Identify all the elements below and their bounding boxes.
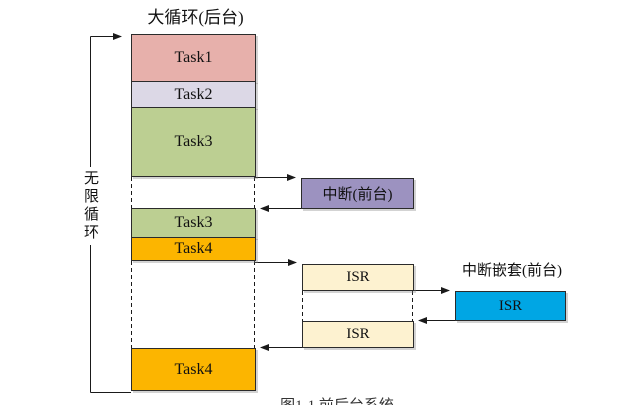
dashed-gap-lines [131,177,413,348]
task-box-task3-first: Task3 [131,107,256,177]
interrupt-foreground-box: 中断(前台) [301,178,414,209]
isr-box-first: ISR [302,264,414,291]
isr-label: ISR [346,326,370,342]
task-box-task3-resumed: Task3 [131,208,256,238]
isr-box-second: ISR [302,321,414,348]
background-loop-title: 大循环(后台) [147,8,244,27]
infinite-loop-label: 无限循环 [80,167,101,245]
nested-isr-box: ISR [455,291,566,321]
nested-interrupt-title: 中断嵌套(前台) [462,263,562,279]
task-box-task1: Task1 [131,34,256,82]
task-label: Task3 [174,214,213,231]
task-label: Task4 [174,240,213,257]
task-label: Task1 [174,49,213,66]
figure-caption-cropped: 图1-1 前后台系统 [252,397,422,405]
isr-label: ISR [346,269,370,285]
task-label: Task4 [174,360,213,378]
interrupt-label: 中断(前台) [322,187,393,203]
nested-isr-label: ISR [498,297,523,314]
task-box-task2: Task2 [131,81,256,108]
task-box-task4-resumed: Task4 [131,348,256,391]
task-label: Task3 [174,133,213,150]
task-box-task4-first: Task4 [131,237,256,261]
task-label: Task2 [174,85,213,103]
